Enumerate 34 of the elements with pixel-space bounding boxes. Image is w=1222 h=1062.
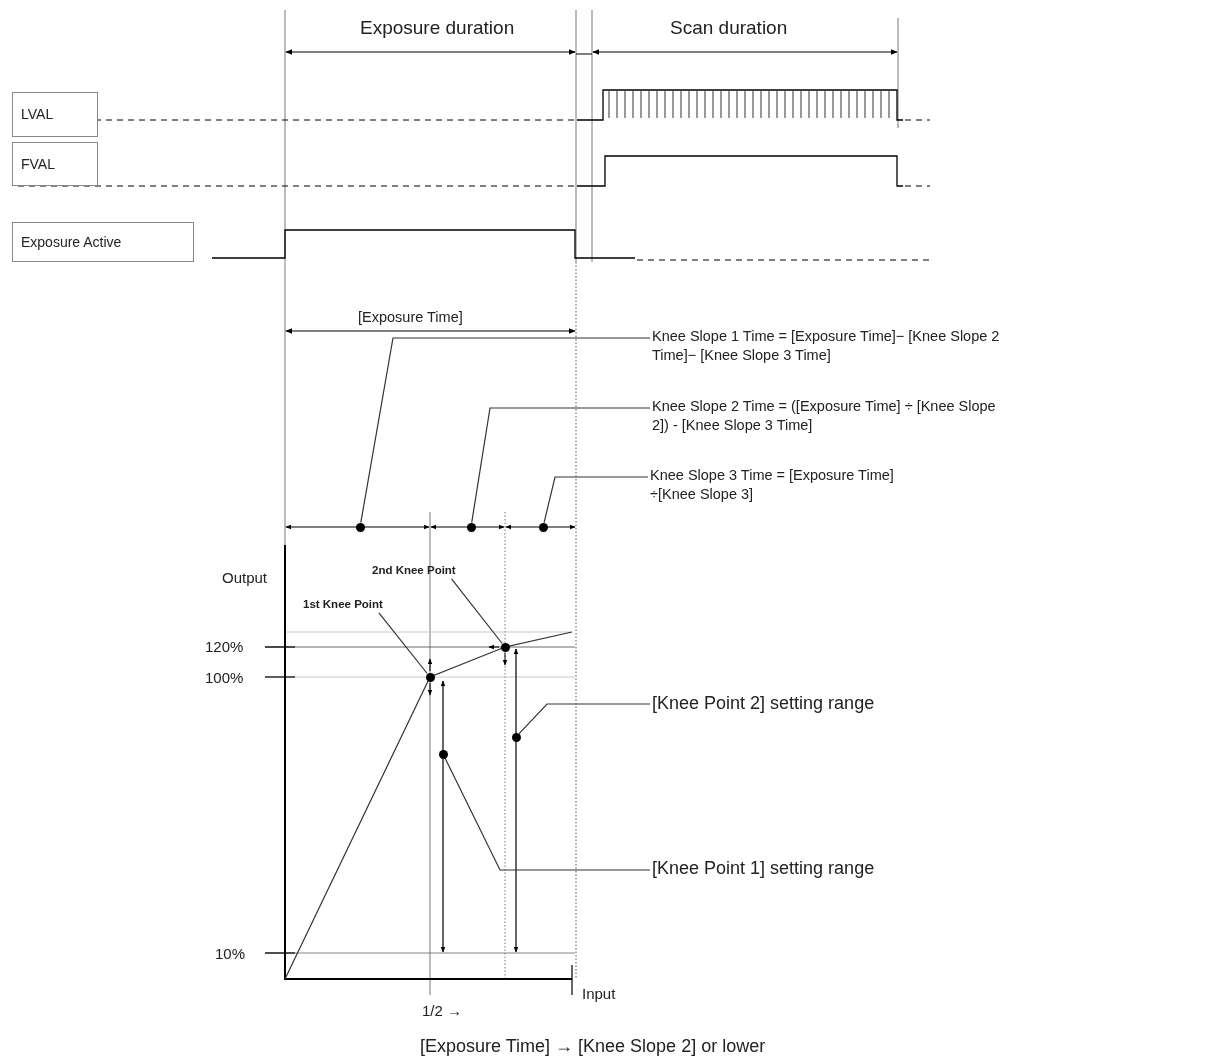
dimension-label: Exposure duration xyxy=(360,16,515,40)
tick-label: 100% xyxy=(205,668,244,688)
leader-line xyxy=(543,476,649,524)
knee-point xyxy=(425,672,435,682)
callout-text: [Knee Point 2] setting range xyxy=(652,692,875,716)
leader-line xyxy=(444,757,651,871)
leader-line xyxy=(518,703,651,735)
leader-dot xyxy=(438,749,448,759)
leader-line xyxy=(360,337,651,524)
callout-text: [Knee Point 1] setting range xyxy=(652,857,875,881)
leader-dot xyxy=(466,522,476,532)
signal-label: FVAL xyxy=(12,142,98,186)
tick-label: 10% xyxy=(215,944,246,964)
leader-line xyxy=(471,407,651,524)
axis-title: Input xyxy=(582,984,616,1004)
leader-dot xyxy=(511,732,521,742)
formula-text: Knee Slope 3 Time = [Exposure Time] ÷[Knee Slope 3] xyxy=(650,466,895,504)
signal-label: Exposure Active xyxy=(12,222,194,262)
dimension-label: Scan duration xyxy=(670,16,788,40)
tick-label: 1/2 → xyxy=(422,1001,463,1021)
dimension-label: [Exposure Time] xyxy=(358,308,463,327)
formula-text: Knee Slope 1 Time = [Exposure Time]− [Knee Slope 2 Time]− [Knee Slope 3 Time] xyxy=(652,327,1027,365)
leader-dot xyxy=(538,522,548,532)
tick-label: 120% xyxy=(205,637,244,657)
callout-text: 1st Knee Point xyxy=(303,597,383,612)
signal-label: LVAL xyxy=(12,92,98,137)
axis-title: Output xyxy=(222,568,268,588)
leader-line xyxy=(378,612,428,675)
leader-line xyxy=(450,578,503,645)
knee-point xyxy=(500,642,510,652)
formula-text: Knee Slope 2 Time = ([Exposure Time] ÷ [Knee Slope 2]) - [Knee Slope 3 Time] xyxy=(652,397,997,435)
note-text: [Exposure Time] → [Knee Slope 2] or lower xyxy=(420,1035,766,1058)
leader-dot xyxy=(355,522,365,532)
callout-text: 2nd Knee Point xyxy=(372,563,456,578)
